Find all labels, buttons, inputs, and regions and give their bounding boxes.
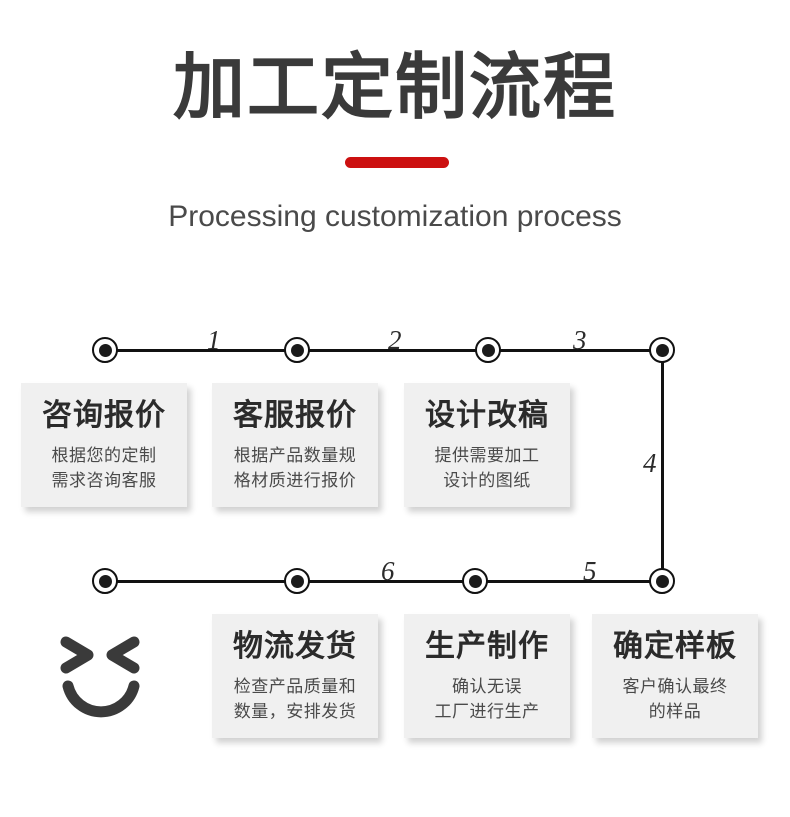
step-card-2-title: 客服报价 [233,399,357,432]
connector-number-6: 6 [381,556,395,586]
connector-number-5: 5 [583,556,597,586]
connector-number-1: 1 [207,325,221,355]
step-card-6[interactable]: 物流发货 检查产品质量和 数量，安排发货 [212,614,378,738]
flow-line-bottom-horizontal [105,580,663,583]
step-card-4-desc: 客户确认最终 的样品 [622,677,728,721]
flow-line-right-vertical [661,349,664,581]
step-card-5-desc: 确认无误 工厂进行生产 [434,677,540,721]
flow-node-top-3[interactable] [475,337,501,363]
step-card-6-title: 物流发货 [233,630,357,663]
step-card-3-desc: 提供需要加工 设计的图纸 [434,446,540,490]
smiley-squint-face-icon [52,628,172,738]
flow-node-top-4[interactable] [649,337,675,363]
flow-node-bottom-4[interactable] [649,568,675,594]
step-card-1[interactable]: 咨询报价 根据您的定制 需求咨询客服 [21,383,187,507]
flow-node-bottom-2[interactable] [284,568,310,594]
step-card-3[interactable]: 设计改稿 提供需要加工 设计的图纸 [404,383,570,507]
step-card-5[interactable]: 生产制作 确认无误 工厂进行生产 [404,614,570,738]
connector-number-4: 4 [643,448,657,478]
smiley-left-eye [60,636,94,674]
flow-node-bottom-1[interactable] [92,568,118,594]
flow-node-bottom-3[interactable] [462,568,488,594]
flow-line-top-horizontal [105,349,663,352]
smiley-mouth [62,680,140,718]
step-card-2[interactable]: 客服报价 根据产品数量规 格材质进行报价 [212,383,378,507]
page-title: 加工定制流程 [172,48,617,128]
step-card-2-desc: 根据产品数量规 格材质进行报价 [233,446,357,490]
step-card-4-title: 确定样板 [613,630,737,663]
flow-node-top-1[interactable] [92,337,118,363]
step-card-6-desc: 检查产品质量和 数量，安排发货 [233,677,357,721]
connector-number-2: 2 [388,325,402,355]
step-card-1-title: 咨询报价 [42,399,166,432]
page-subtitle: Processing customization process [168,200,622,233]
connector-number-3: 3 [573,325,587,355]
flow-node-top-2[interactable] [284,337,310,363]
smiley-right-eye [106,636,140,674]
title-accent-bar [345,157,449,168]
step-card-1-desc: 根据您的定制 需求咨询客服 [51,446,157,490]
step-card-4[interactable]: 确定样板 客户确认最终 的样品 [592,614,758,738]
step-card-5-title: 生产制作 [425,630,549,663]
step-card-3-title: 设计改稿 [425,399,549,432]
